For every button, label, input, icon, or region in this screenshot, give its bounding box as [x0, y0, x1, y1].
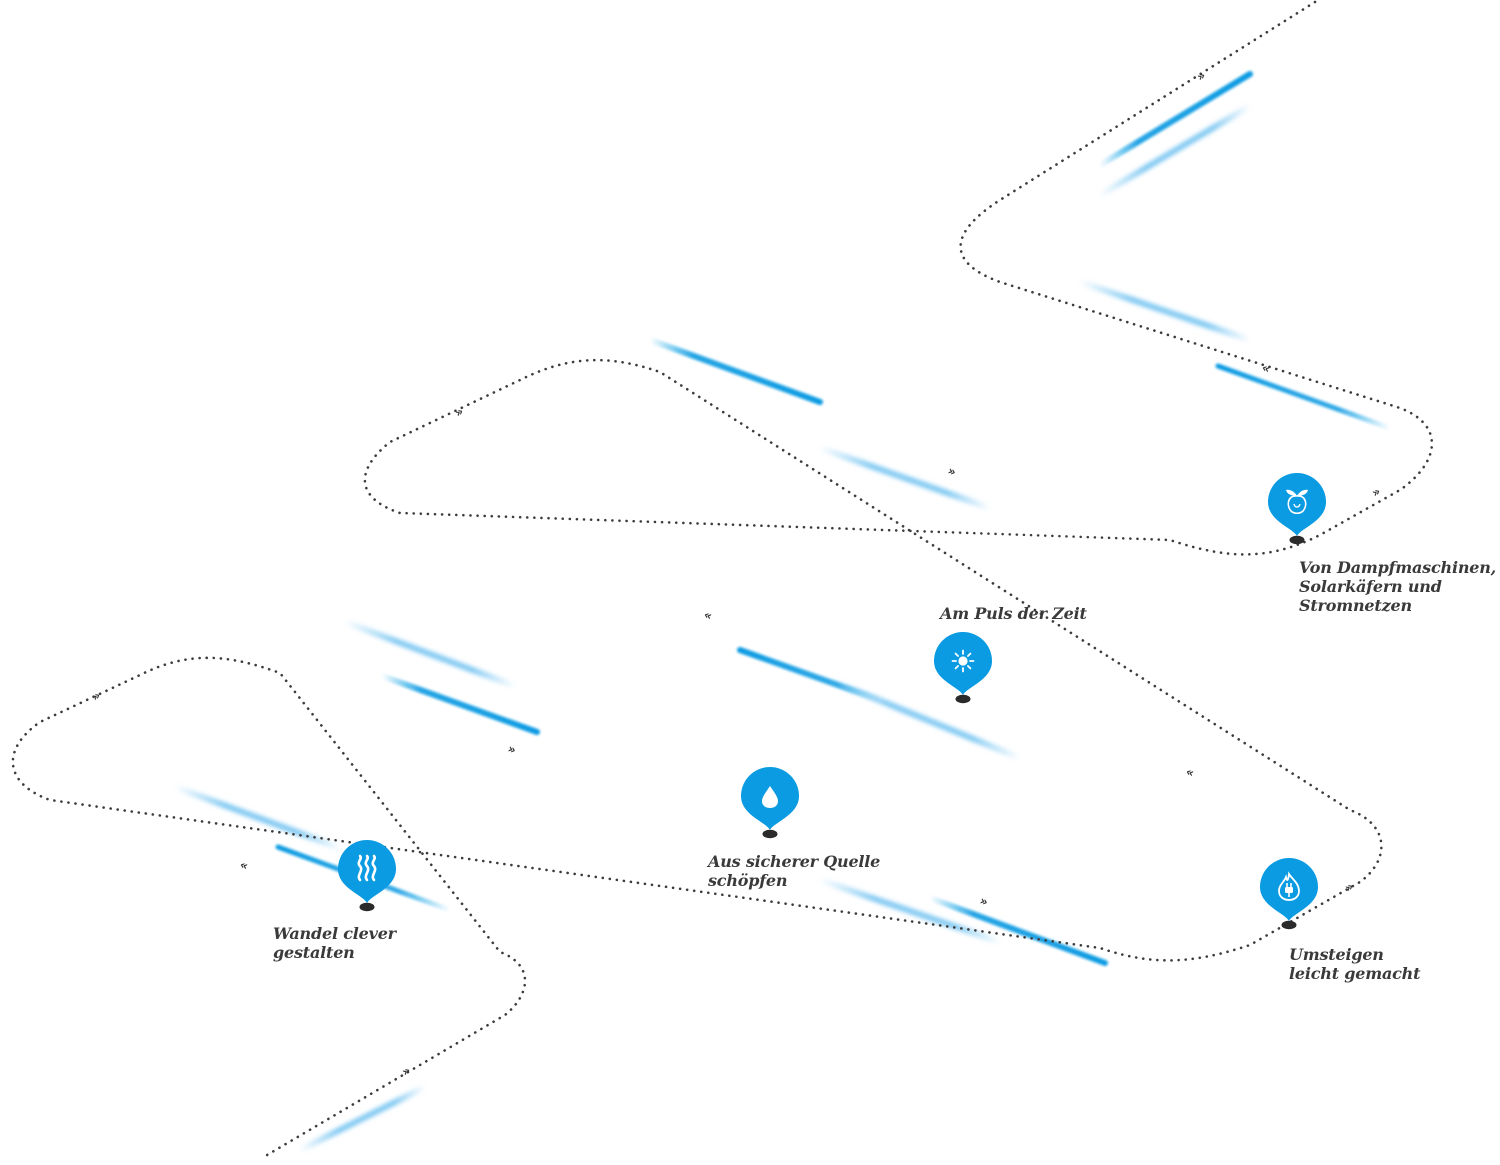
speed-streak: [1077, 279, 1253, 343]
speed-streak: [1215, 363, 1393, 431]
station-label-line: leicht gemacht: [1289, 964, 1421, 983]
station-label-line: Von Dampfmaschinen,: [1299, 558, 1497, 577]
speed-streak: [817, 445, 993, 511]
speed-streak: [647, 337, 823, 405]
heat-waves-icon: [357, 854, 377, 882]
speed-streaks: [172, 71, 1393, 1153]
direction-chevron: «: [1184, 764, 1196, 780]
speed-streak: [827, 677, 1023, 761]
station-label-sun: Am Puls der Zeit: [940, 604, 1087, 623]
station-marker-apple[interactable]: [1268, 473, 1326, 545]
station-label-line: gestalten: [273, 943, 355, 962]
speed-streak: [927, 895, 1108, 966]
station-label-line: Solarkäfern und: [1299, 577, 1442, 596]
direction-chevron: »: [506, 741, 518, 757]
marker-base: [1289, 535, 1305, 545]
marker-base: [359, 902, 375, 912]
direction-chevron: »: [1342, 879, 1356, 895]
speed-streak: [342, 619, 518, 689]
dotted-journey-path: [11, 0, 1434, 1160]
marker-base: [955, 694, 971, 704]
direction-chevron: «: [238, 857, 250, 873]
direction-chevron: »: [978, 893, 990, 909]
station-marker-plug[interactable]: [1260, 858, 1318, 930]
station-label-heat: Wandel clever gestalten: [273, 924, 396, 962]
station-marker-sun[interactable]: [934, 632, 992, 704]
speed-streak: [1097, 71, 1253, 168]
direction-chevron: »: [452, 404, 466, 420]
station-label-line: Stromnetzen: [1299, 596, 1412, 615]
station-marker-water[interactable]: [741, 767, 799, 839]
marker-pin: [1268, 473, 1326, 536]
water-drop-icon: [762, 786, 778, 808]
station-label-line: schöpfen: [708, 871, 788, 890]
station-label-line: Aus sicherer Quelle: [708, 852, 881, 871]
speed-streak: [1097, 103, 1253, 198]
sun-icon: [951, 649, 975, 673]
speed-streak: [297, 1084, 428, 1153]
station-label-line: Umsteigen: [1289, 945, 1384, 964]
direction-chevron: »: [1369, 484, 1383, 500]
station-label-plug: Umsteigen leicht gemacht: [1289, 945, 1421, 983]
station-label-apple: Von Dampfmaschinen, Solarkäfern und Stro…: [1299, 558, 1496, 615]
station-label-line: Wandel clever: [273, 924, 396, 943]
marker-base: [1281, 920, 1297, 930]
station-markers: [338, 473, 1326, 930]
flame-plug-icon: [1278, 871, 1300, 901]
speed-streak: [817, 877, 1003, 945]
direction-chevron: »: [946, 463, 958, 479]
station-label-water: Aus sicherer Quelle schöpfen: [708, 852, 880, 890]
station-label-line: Am Puls der Zeit: [940, 604, 1087, 623]
station-marker-heat[interactable]: [338, 840, 396, 912]
apple-leaf-icon: [1286, 489, 1308, 515]
speed-streak: [172, 784, 343, 851]
direction-chevron: «: [702, 607, 714, 623]
speed-streak: [379, 673, 540, 735]
marker-base: [762, 829, 778, 839]
direction-chevron: «: [1260, 360, 1272, 376]
direction-chevron: »: [89, 688, 103, 704]
